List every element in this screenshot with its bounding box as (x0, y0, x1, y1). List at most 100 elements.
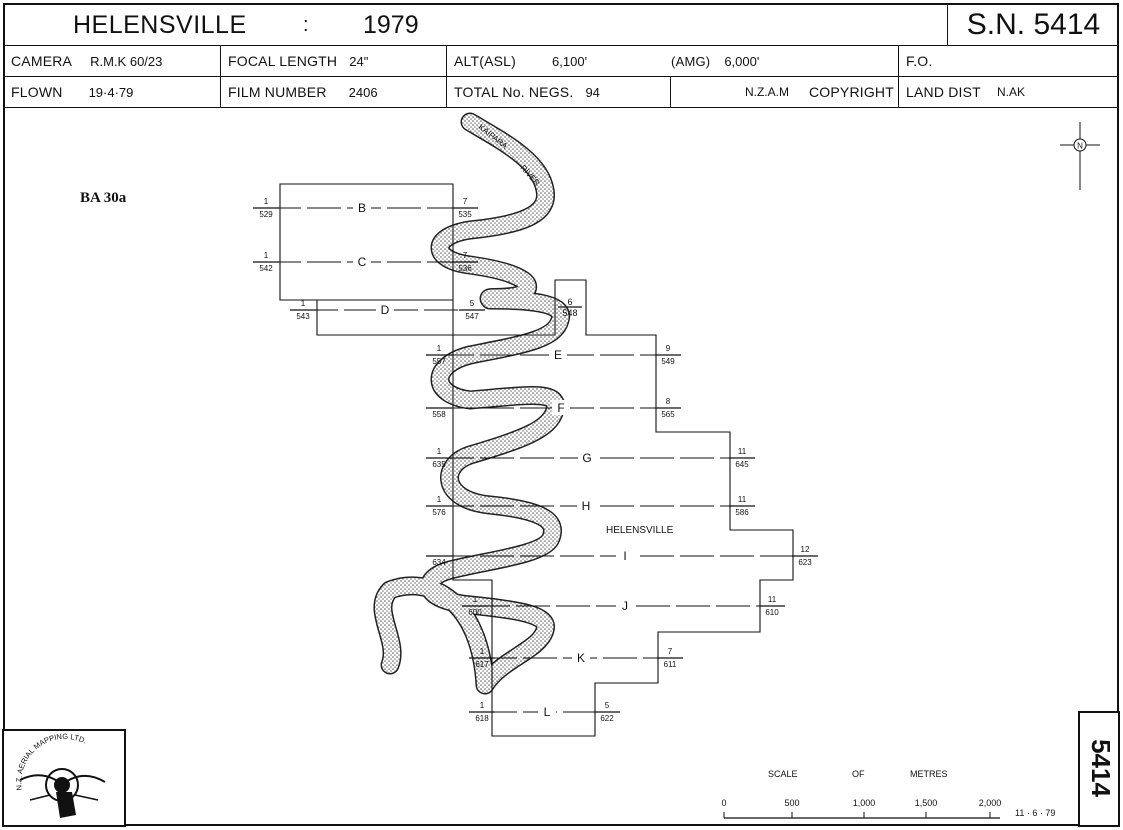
film-label: FILM NUMBER (228, 84, 327, 100)
run-g-start-top: 1 (437, 447, 442, 456)
run-j-end-bottom: 610 (765, 608, 779, 617)
run-e-end-bottom: 549 (661, 357, 675, 366)
scale-word: SCALE (768, 769, 798, 779)
nzam-label: N.Z.A.M (744, 85, 789, 99)
scale-tick-label: 1,500 (915, 798, 938, 808)
run-letter-bg (376, 302, 394, 317)
run-letter-d: D (381, 303, 390, 317)
run-h-end-top: 11 (738, 495, 747, 504)
kaipara-river (373, 112, 571, 695)
run-letter-bg (578, 450, 596, 465)
run-letter-bg (572, 650, 590, 665)
film-value: 2406 (348, 84, 378, 100)
run-letter-bg (353, 254, 371, 269)
fo-label: F.O. (906, 53, 933, 69)
alt-cell: ALT(ASL) 6,100' (AMG) 6,000' (447, 46, 899, 76)
run-c-end-top: 7 (463, 251, 468, 260)
run-letter-i: I (623, 549, 626, 563)
title-colon: : (303, 13, 309, 36)
negs-label: TOTAL No. NEGS. (454, 84, 574, 100)
flown-label: FLOWN (11, 84, 63, 100)
run-l-end-bottom: 622 (600, 714, 614, 723)
run-h-start-top: 1 (437, 495, 442, 504)
run-letter-bg (577, 498, 595, 513)
title-row: HELENSVILLE : 1979 S.N. 5414 (5, 5, 1117, 46)
land-cell: LAND DIST N.AK (899, 77, 1119, 107)
scale-unit-word: METRES (910, 769, 948, 779)
title-cell: HELENSVILLE : 1979 (5, 5, 948, 45)
title-year: 1979 (363, 10, 419, 39)
run-letter-g: G (582, 451, 591, 465)
coverage-boundary (279, 183, 794, 737)
run-c-start-bottom: 542 (259, 264, 273, 273)
alt-value: 6,100' (552, 53, 588, 69)
flown-value: 19·4·79 (88, 84, 134, 100)
map-frame: HELENSVILLE : 1979 S.N. 5414 CAMERA R.M.… (3, 3, 1119, 826)
fo-cell: F.O. (899, 46, 1119, 76)
sn-cell: S.N. 5414 (948, 5, 1119, 45)
north-arrow-icon: N (1060, 122, 1100, 190)
scale-of-word: OF (852, 769, 865, 779)
run-l-start-top: 1 (480, 701, 485, 710)
run-l-start-bottom: 618 (475, 714, 489, 723)
run-h-start-bottom: 576 (432, 508, 446, 517)
scale-tick-label: 500 (784, 798, 799, 808)
run-c-end-bottom: 536 (458, 264, 472, 273)
run-k-start-top: 1 (480, 647, 485, 656)
camera-value: R.M.K 60/23 (90, 53, 163, 69)
flown-cell: FLOWN 19·4·79 (5, 77, 221, 107)
run-letter-h: H (582, 499, 591, 513)
sheet-label: BA 30a (80, 190, 127, 206)
run-b-end-bottom: 535 (458, 210, 472, 219)
run-letter-e: E (554, 348, 562, 362)
focal-label: FOCAL LENGTH (228, 53, 338, 69)
camera-label: CAMERA (11, 53, 73, 69)
extra-label-bot: 548 (562, 308, 577, 318)
run-j-end-top: 11 (768, 595, 777, 604)
run-e-start-bottom: 557 (432, 357, 446, 366)
side-number: 5414 (1086, 739, 1116, 797)
run-letter-bg (616, 548, 634, 563)
run-f-end-bottom: 565 (661, 410, 675, 419)
run-k-start-bottom: 617 (475, 660, 489, 669)
survey-number: S.N. 5414 (966, 8, 1101, 41)
run-l-end-top: 5 (605, 701, 610, 710)
run-letter-bg (549, 347, 567, 362)
scale-tick-label: 0 (721, 798, 726, 808)
scale-tick-label: 1,000 (853, 798, 876, 808)
flight-runs: B15297535C15427536D15435547E15579549F558… (253, 197, 818, 723)
run-letter-j: J (622, 599, 628, 613)
extra-frame-label: 6 548 (558, 297, 582, 318)
run-j-start-bottom: 600 (468, 608, 482, 617)
company-logo: N.Z. AERIAL MAPPING LTD. (2, 729, 126, 827)
camera-cell: CAMERA R.M.K 60/23 (5, 46, 221, 76)
run-b-start-top: 1 (264, 197, 269, 206)
run-g-start-bottom: 635 (432, 460, 446, 469)
run-k-end-bottom: 611 (664, 660, 677, 669)
run-c-start-top: 1 (264, 251, 269, 260)
side-number-box: 5414 (1078, 711, 1120, 827)
copyright-label: COPYRIGHT (808, 84, 894, 100)
run-letter-c: C (358, 255, 367, 269)
town-label: HELENSVILLE (606, 525, 674, 536)
negs-cell: TOTAL No. NEGS. 94 (447, 77, 671, 107)
run-letter-bg (552, 400, 570, 415)
run-g-end-bottom: 645 (735, 460, 749, 469)
run-letter-l: L (544, 705, 551, 719)
title-place: HELENSVILLE (73, 10, 247, 39)
focal-value: 24" (349, 53, 369, 69)
run-letter-bg (616, 598, 634, 613)
run-e-start-top: 1 (437, 344, 442, 353)
run-letter-b: B (358, 201, 366, 215)
run-i-start-bottom: 634 (432, 558, 446, 567)
run-g-end-top: 11 (738, 447, 747, 456)
north-label: N (1077, 142, 1083, 151)
run-letter-bg (353, 200, 371, 215)
run-d-start-bottom: 543 (296, 312, 310, 321)
run-letter-bg (538, 704, 556, 719)
run-b-start-bottom: 529 (259, 210, 273, 219)
land-label: LAND DIST (906, 84, 981, 100)
amg-label: (AMG) (671, 53, 711, 69)
